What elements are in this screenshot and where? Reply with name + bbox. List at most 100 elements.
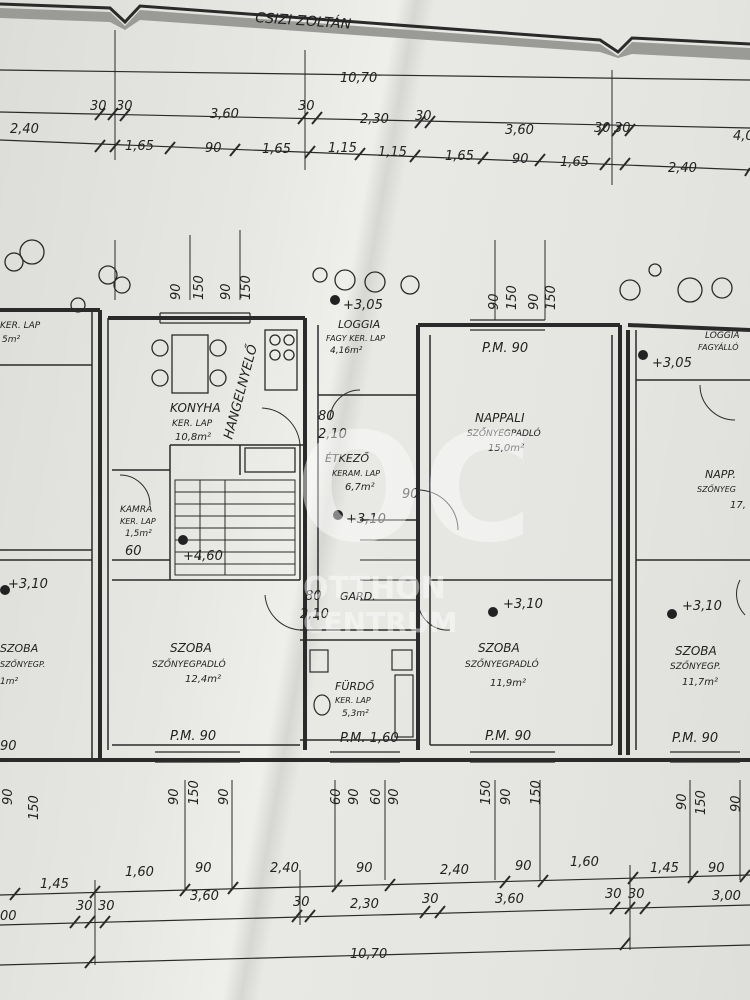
top-dim-r2-8: 2,40 xyxy=(668,161,697,176)
top-dim-line-2 xyxy=(0,139,750,171)
svg-text:SZŐNYEGPADLÓ: SZŐNYEGPADLÓ xyxy=(152,658,226,670)
top-dim-r2-3: 1,15 xyxy=(328,141,357,156)
svg-text:NAPP.: NAPP. xyxy=(705,468,736,481)
room-edge-left-szoba: SZOBA SZŐNYEGP. 1m² xyxy=(0,642,45,687)
svg-text:1m²: 1m² xyxy=(0,677,18,687)
top-dim-r1-2: 30 xyxy=(116,99,133,114)
top-dim-r1-4: 30 xyxy=(298,99,315,114)
svg-text:KER. LAP: KER. LAP xyxy=(335,696,371,705)
top-dim-r2-1: 90 xyxy=(205,141,222,156)
room-szoba-mid: SZOBA SZŐNYEGPADLÓ 11,9m² xyxy=(465,641,539,689)
top-dim-r1-10: 4,0 xyxy=(733,129,750,144)
svg-text:SZŐNYEGP.: SZŐNYEGP. xyxy=(670,661,721,672)
kitchen-furniture xyxy=(151,329,298,473)
stair-note: HANGELNYELŐ xyxy=(220,342,261,441)
room-szoba-right: SZOBA SZŐNYEGP. 11,7m² xyxy=(670,644,721,688)
watermark-mark: OC xyxy=(295,402,533,576)
top-overall-dim: 10,70 xyxy=(340,71,377,86)
level-3: +4,60 xyxy=(183,549,223,564)
top-dim-overall-line xyxy=(0,69,750,81)
interior-walls xyxy=(0,310,750,760)
svg-text:90: 90 xyxy=(487,293,502,310)
svg-text:60: 60 xyxy=(369,788,384,805)
level-1: +3,05 xyxy=(343,298,383,313)
svg-text:KERAM. LAP: KERAM. LAP xyxy=(332,469,380,478)
top-dim-r2-4: 1,15 xyxy=(378,145,407,160)
level-2: +3,10 xyxy=(8,577,48,592)
svg-text:SZOBA: SZOBA xyxy=(0,642,38,655)
svg-text:90: 90 xyxy=(527,293,542,310)
svg-text:90: 90 xyxy=(219,283,234,300)
svg-text:150: 150 xyxy=(544,285,559,310)
bottom-dim-r2-6: 30 xyxy=(422,892,439,907)
bathroom-fixtures xyxy=(309,649,414,738)
top-dim-r1-7: 3,60 xyxy=(505,123,534,138)
bottom-dim-r1-1: 1,60 xyxy=(125,865,154,880)
svg-text:150: 150 xyxy=(694,790,709,815)
svg-text:90: 90 xyxy=(729,795,744,812)
svg-text:11,7m²: 11,7m² xyxy=(682,677,718,688)
svg-text:90: 90 xyxy=(1,788,16,805)
top-dim-r1-5: 2,30 xyxy=(360,112,389,127)
svg-text:17,: 17, xyxy=(730,500,746,511)
svg-text:SZOBA: SZOBA xyxy=(675,644,717,658)
level-6: +3,10 xyxy=(682,599,722,614)
svg-text:KER. LAP: KER. LAP xyxy=(172,419,213,429)
bottom-dim-r2-5: 2,30 xyxy=(350,897,379,912)
window-dims-top: 90 150 90 150 90 150 90 150 xyxy=(169,275,559,310)
bottom-dim-r2-0: 00 xyxy=(0,909,17,924)
room-nappali: NAPPALI SZŐNYEGPADLÓ 15,0m² xyxy=(467,411,541,454)
bottom-dim-extension-lines xyxy=(94,780,741,965)
bottom-dim-r2-1: 30 xyxy=(76,899,93,914)
room-furdo: FÜRDŐ KER. LAP 5,3m² xyxy=(335,679,374,719)
door-label-210: 2,10 xyxy=(318,427,347,442)
bottom-dim-r1-0: 1,45 xyxy=(40,877,69,892)
exterior-walls xyxy=(0,308,750,762)
svg-text:LOGGIA: LOGGIA xyxy=(338,318,380,331)
level-4: +3,10 xyxy=(346,512,386,527)
svg-text:SZOBA: SZOBA xyxy=(170,641,212,655)
pm-top-label: P.M. 90 xyxy=(482,341,528,356)
svg-text:150: 150 xyxy=(529,780,544,805)
svg-text:150: 150 xyxy=(239,275,254,300)
bottom-dim-r1-4: 90 xyxy=(356,861,373,876)
room-kamra: KAMRA KER. LAP 1,5m² xyxy=(120,505,156,539)
level-5: +3,10 xyxy=(503,597,543,612)
bottom-dim-r2-4: 30 xyxy=(293,895,310,910)
room-gard: GARD. xyxy=(340,590,376,603)
windows xyxy=(155,312,740,763)
top-dim-r1-6: 30 xyxy=(415,109,432,124)
svg-text:150: 150 xyxy=(505,285,520,310)
bottom-dim-r1-2: 90 xyxy=(195,861,212,876)
bottom-dim-r2-2: 30 xyxy=(98,899,115,914)
room-etkezo: ÉTKEZŐ KERAM. LAP 6,7m² xyxy=(325,451,380,493)
top-dim-r2-2: 1,65 xyxy=(262,142,291,157)
bottom-dim-r1-7: 1,60 xyxy=(570,855,599,870)
bottom-dim-r1-9: 90 xyxy=(708,861,725,876)
bottom-dim-r2-8: 30 xyxy=(605,887,622,902)
svg-text:4,16m²: 4,16m² xyxy=(330,346,363,356)
svg-text:SZŐNYEGPADLÓ: SZŐNYEGPADLÓ xyxy=(467,427,541,439)
room-szoba-left: SZOBA SZŐNYEGPADLÓ 12,4m² xyxy=(152,641,226,685)
room-edge-left-top: KER. LAP 5m² xyxy=(0,321,41,345)
svg-text:90: 90 xyxy=(387,788,402,805)
svg-text:NAPPALI: NAPPALI xyxy=(475,411,525,425)
window-dims-bottom: 90 150 90 150 90 60 90 60 90 150 90 150 … xyxy=(1,780,744,820)
svg-text:15,0m²: 15,0m² xyxy=(488,443,524,454)
door-label-80: 80 xyxy=(318,409,335,424)
top-dim-r1-8: 30 xyxy=(594,121,611,136)
top-dim-r1-9: 30 xyxy=(614,121,631,136)
svg-text:60: 60 xyxy=(329,788,344,805)
svg-text:90: 90 xyxy=(217,788,232,805)
svg-text:90: 90 xyxy=(167,788,182,805)
bottom-dim-line-1 xyxy=(0,874,750,896)
street-edge-line xyxy=(0,2,750,54)
bottom-dim-line-2 xyxy=(0,904,750,926)
bottom-dim-r2-3: 3,60 xyxy=(190,889,219,904)
bottom-dim-r2-9: 30 xyxy=(628,887,645,902)
bottom-dim-ticks xyxy=(9,869,750,969)
svg-text:SZŐNYEGP.: SZŐNYEGP. xyxy=(0,659,45,669)
street-hatch xyxy=(0,8,750,60)
